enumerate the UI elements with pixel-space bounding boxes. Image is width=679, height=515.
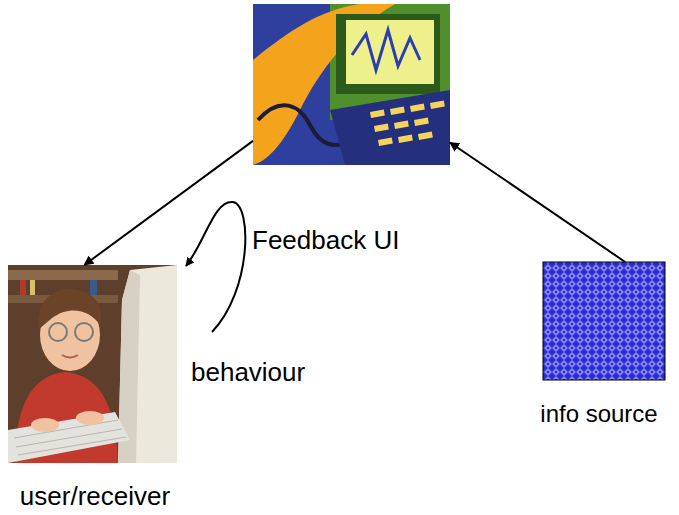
source-node: info source bbox=[522, 262, 676, 428]
annotation-label: behaviour bbox=[191, 358, 305, 388]
feedback-loop bbox=[186, 202, 245, 332]
node-caption: user/receiver bbox=[20, 482, 170, 512]
annotation-label: Feedback UI bbox=[252, 226, 399, 256]
info-source-square bbox=[543, 262, 665, 380]
node-caption: info source bbox=[540, 400, 657, 428]
computer-illustration bbox=[253, 4, 450, 165]
computer-node bbox=[253, 4, 450, 165]
flow-arrow bbox=[450, 142, 625, 262]
user-photo bbox=[8, 265, 177, 463]
flow-arrow bbox=[84, 141, 253, 265]
user-node: user/receiver bbox=[6, 265, 184, 512]
